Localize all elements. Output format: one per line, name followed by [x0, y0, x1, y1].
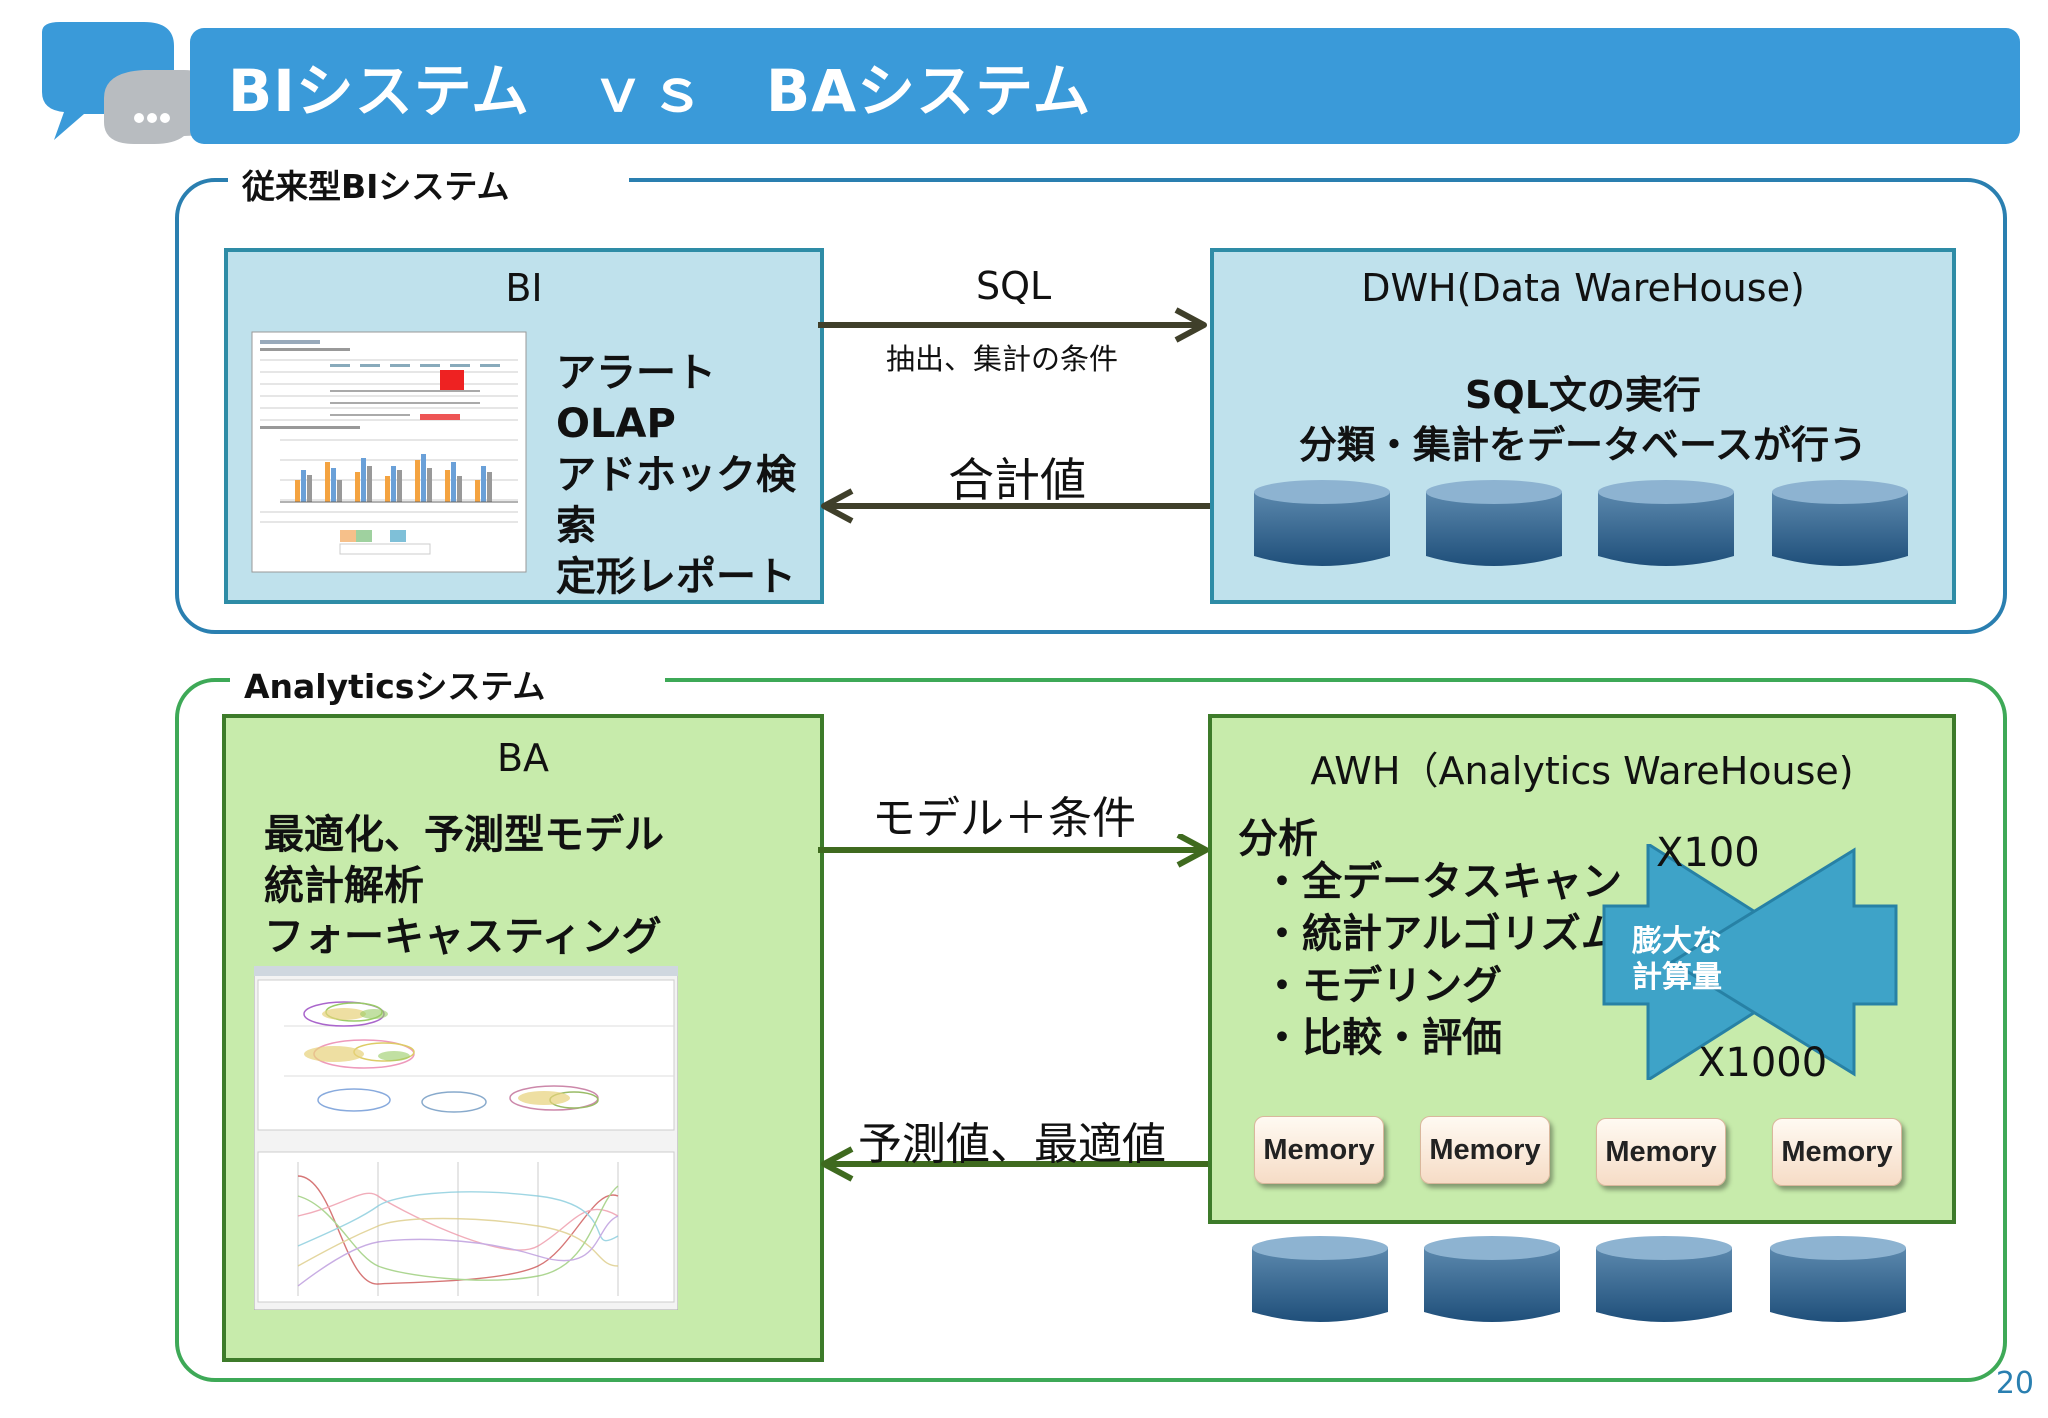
memory-chip: Memory	[1596, 1118, 1726, 1186]
sum-label: 合計値	[948, 453, 1086, 507]
dwh-description: SQL文の実行 分類・集計をデータベースが行う	[1214, 370, 1952, 470]
memory-chip: Memory	[1254, 1116, 1384, 1184]
bi-feature-list: アラート OLAP アドホック検索 定形レポート	[556, 348, 820, 603]
awh-databases	[1250, 1234, 1910, 1330]
database-cylinder-icon	[1426, 480, 1562, 566]
prediction-label: 予測値、最適値	[858, 1119, 1166, 1170]
database-cylinder-icon	[1772, 480, 1908, 566]
awh-analysis-heading: 分析	[1238, 816, 1318, 862]
ba-feature-item: 最適化、予測型モデル	[264, 812, 664, 858]
page-number: 20	[1995, 1366, 2034, 1401]
bi-feature-item: 定形レポート	[556, 554, 796, 600]
bi-arrows	[818, 307, 1210, 524]
computation-text-line: 計算量	[1632, 960, 1722, 995]
ba-feature-item: フォーキャスティング	[264, 914, 662, 960]
database-cylinder-icon	[1598, 480, 1734, 566]
bi-report-image	[251, 331, 527, 573]
analytics-section-label: Analyticsシステム	[230, 660, 666, 708]
bi-feature-item: アラート	[556, 350, 716, 396]
awh-analysis-item: ・統計アルゴリズム	[1262, 911, 1621, 957]
dwh-box-title: DWH(Data WareHouse)	[1361, 266, 1805, 310]
sql-label: SQL	[976, 264, 1052, 308]
dwh-desc-line: SQL文の実行	[1465, 373, 1701, 417]
analytics-section-frame	[175, 678, 2007, 1382]
awh-analysis-list: ・全データスキャン ・統計アルゴリズム ・モデリング ・比較・評価	[1262, 856, 1622, 1064]
database-cylinder-icon	[1424, 1236, 1560, 1322]
awh-box-title: AWH（Analytics WareHouse)	[1310, 749, 1854, 793]
awh-analysis-item: ・比較・評価	[1262, 1015, 1502, 1061]
ba-box-title: BA	[496, 736, 550, 780]
page-title: BIシステム ｖｓ BAシステム	[228, 57, 1092, 125]
bi-section-frame	[175, 178, 2007, 634]
database-cylinder-icon	[1252, 1236, 1388, 1322]
bi-feature-item: OLAP	[556, 401, 676, 447]
ba-box: BA 最適化、予測型モデル 統計解析 フォーキャスティング	[222, 714, 824, 1362]
awh-box: AWH（Analytics WareHouse) 分析 ・全データスキャン ・統…	[1208, 714, 1956, 1224]
database-cylinder-icon	[1596, 1236, 1732, 1322]
bi-section-label: 従来型BIシステム	[228, 160, 630, 208]
database-cylinder-icon	[1770, 1236, 1906, 1322]
awh-analysis-item: ・モデリング	[1262, 963, 1502, 1009]
memory-chip: Memory	[1772, 1118, 1902, 1186]
dwh-databases	[1252, 478, 1912, 574]
ba-analytics-image	[254, 966, 678, 1310]
bi-feature-item: アドホック検索	[556, 452, 796, 549]
memory-chip: Memory	[1420, 1116, 1550, 1184]
awh-analysis-item: ・全データスキャン	[1262, 859, 1622, 905]
analytics-arrows	[818, 834, 1214, 1182]
ba-feature-list: 最適化、予測型モデル 統計解析 フォーキャスティング	[264, 810, 664, 963]
computation-text-line: 膨大な	[1632, 924, 1722, 959]
database-cylinder-icon	[1254, 480, 1390, 566]
multiplier-x100: X100	[1656, 830, 1760, 876]
ba-feature-item: 統計解析	[264, 863, 424, 909]
bi-box: BI	[224, 248, 824, 604]
dwh-desc-line: 分類・集計をデータベースが行う	[1298, 423, 1868, 467]
multiplier-x1000: X1000	[1698, 1040, 1828, 1086]
computation-bowtie-shape	[1602, 844, 1898, 1080]
bi-box-title: BI	[505, 266, 543, 310]
title-bar	[190, 28, 2020, 144]
model-condition-label: モデル＋条件	[872, 793, 1136, 844]
computation-text: 膨大な 計算量	[1632, 924, 1722, 996]
sql-sub-label: 抽出、集計の条件	[886, 342, 1119, 376]
